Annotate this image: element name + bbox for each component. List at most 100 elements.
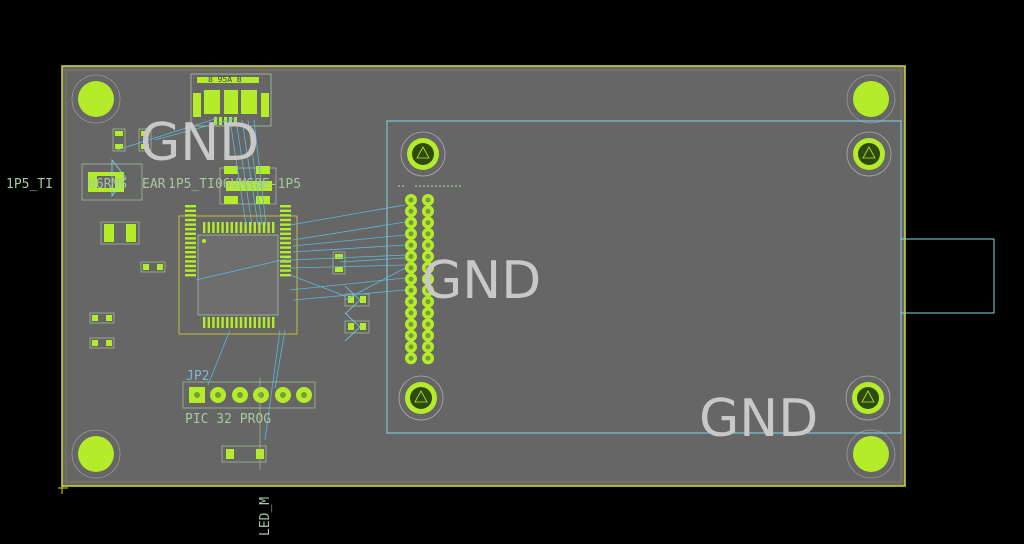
display-header-pins[interactable] — [405, 194, 434, 365]
qfp-pin — [272, 317, 275, 328]
capacitor-c2[interactable] — [138, 128, 152, 152]
qfp-pin — [216, 317, 220, 328]
silk-dot — [427, 185, 429, 187]
ratsnest-line — [154, 117, 237, 141]
qfp-pin — [185, 269, 196, 272]
silk-dot — [431, 185, 433, 187]
header-pin-hole — [408, 231, 414, 237]
qfp-pin — [280, 246, 291, 249]
silk-dot — [398, 185, 400, 187]
qfp-pin — [258, 317, 261, 328]
mounting-hole-top-right[interactable] — [846, 74, 896, 124]
jp2-pin-hole — [280, 392, 286, 398]
qfp-pin — [226, 317, 229, 328]
display-hole-top-left[interactable] — [400, 131, 446, 177]
ratsnest-lines — [116, 117, 406, 441]
jp2-pin-hole — [215, 392, 221, 398]
display-holes — [398, 131, 892, 421]
microcontroller-qfp[interactable] — [178, 205, 298, 335]
qfp-pin — [185, 274, 196, 277]
silk-dot — [415, 185, 417, 187]
header-pin-hole — [408, 355, 414, 361]
header-pin-hole — [408, 344, 414, 350]
ratsnest-line — [344, 267, 406, 301]
prog-header-jp2[interactable] — [182, 381, 316, 409]
qfp-pin — [221, 317, 224, 328]
regulator-left[interactable] — [81, 158, 143, 201]
qfp-pin — [185, 209, 196, 212]
jp2-pin-hole — [194, 392, 200, 398]
header-pin-hole — [425, 310, 431, 316]
capacitor-c1[interactable] — [112, 128, 126, 152]
inductor-l1[interactable] — [100, 221, 140, 245]
silk-dot — [419, 185, 421, 187]
qfp-pin — [185, 255, 196, 258]
qfp-pin — [244, 317, 247, 328]
display-hole-top-right[interactable] — [846, 131, 892, 177]
part-label-ear: EAR — [142, 177, 166, 192]
gnd-label-top-left: GND — [140, 113, 259, 173]
silk-dot — [435, 185, 437, 187]
qfp-pin — [280, 228, 291, 231]
header-pin-hole — [425, 333, 431, 339]
resistor-r4[interactable] — [332, 251, 346, 275]
part-label-right: 1P5_TI06VMS8E-1P5 — [168, 177, 301, 192]
qfp-pin — [239, 222, 243, 233]
jp2-pin-hole — [301, 392, 307, 398]
qfp-pin — [185, 246, 196, 249]
header-pin-hole — [425, 208, 431, 214]
qfp-pin — [262, 222, 266, 233]
header-pin-hole — [425, 265, 431, 271]
qfp-pin — [185, 251, 196, 254]
ratsnest-line — [289, 254, 406, 261]
qfp-pin — [244, 222, 247, 233]
qfp-pin — [280, 214, 291, 217]
qfp-pin — [249, 317, 252, 328]
qfp-pin — [185, 214, 196, 217]
resistor-r2[interactable] — [89, 312, 115, 324]
display-hole-bottom-right[interactable] — [845, 375, 891, 421]
ratsnest-line — [289, 264, 406, 269]
qfp-pin — [226, 222, 229, 233]
ratsnest-line — [289, 274, 346, 297]
jp2-pin-hole — [258, 392, 264, 398]
ratsnest-line — [274, 329, 286, 389]
header-pin-hole — [425, 287, 431, 293]
qfp-pin — [185, 228, 196, 231]
ratsnest-line — [292, 244, 406, 253]
qfp-pin — [267, 222, 270, 233]
header-pin-hole — [408, 254, 414, 259]
qfp-pin — [272, 222, 275, 233]
qfp-pin — [212, 222, 215, 233]
ratsnest-line — [289, 204, 406, 226]
qfp-pin — [185, 205, 196, 208]
mounting-hole-bottom-right[interactable] — [846, 429, 896, 479]
qfp-pin — [280, 274, 291, 277]
header-pin-hole — [408, 208, 414, 214]
qfp-pin — [280, 209, 291, 212]
display-connector-tab[interactable] — [900, 238, 995, 314]
header-pin-hole — [425, 231, 431, 237]
qfp-pin — [212, 317, 215, 328]
qfp-pin — [207, 222, 210, 233]
qfp-pin — [280, 218, 291, 222]
header-pin-hole — [425, 276, 431, 282]
resistor-r1[interactable] — [140, 261, 166, 273]
display-hole-bottom-left[interactable] — [398, 375, 444, 421]
transistor-q2[interactable] — [344, 312, 370, 342]
header-pin-hole — [425, 321, 431, 327]
silk-dot — [451, 185, 453, 187]
mounting-hole-top-left[interactable] — [71, 74, 121, 124]
ratsnest-line — [253, 119, 267, 226]
qfp-pin — [280, 269, 291, 272]
header-pin-hole — [408, 333, 414, 339]
small-components — [81, 128, 370, 463]
mounting-holes — [71, 74, 896, 479]
tiny-top-label: 8 95A B — [208, 75, 242, 84]
resistor-r3[interactable] — [89, 337, 115, 349]
mounting-hole-bottom-left[interactable] — [71, 429, 121, 479]
qfp-pin — [253, 317, 256, 328]
ratsnest-line — [292, 289, 406, 301]
header-pin-hole — [408, 321, 414, 327]
